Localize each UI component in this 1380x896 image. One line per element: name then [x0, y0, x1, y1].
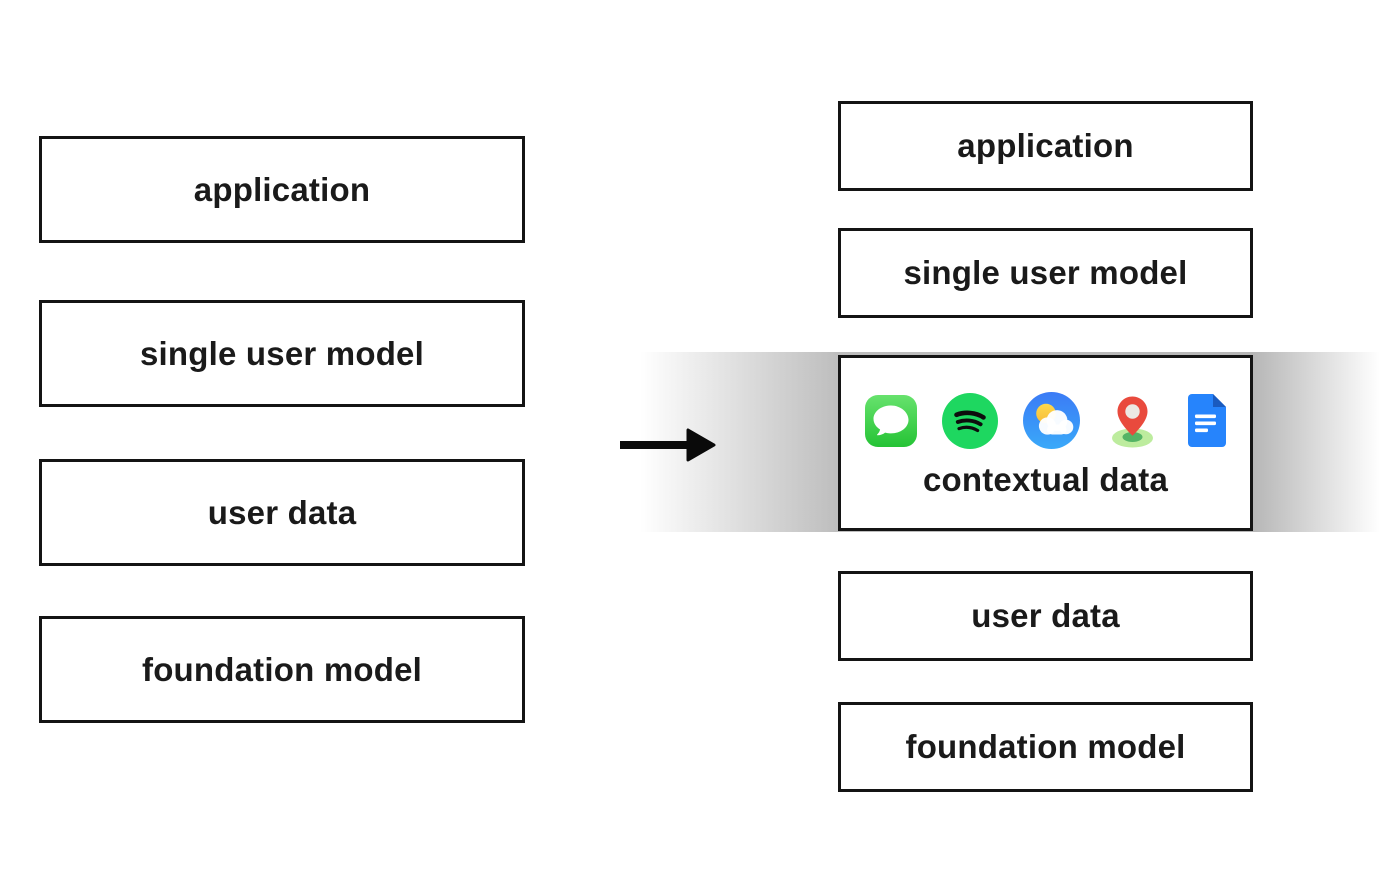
box-label: user data	[207, 493, 357, 531]
left-box-application: application	[39, 136, 525, 243]
docs-icon	[1188, 394, 1226, 447]
box-label: foundation model	[142, 650, 422, 688]
box-label: user data	[971, 597, 1120, 634]
box-label: single user model	[903, 254, 1188, 291]
box-label: application	[193, 170, 371, 208]
weather-icon	[1023, 392, 1080, 449]
left-box-single-user-model: single user model	[39, 300, 525, 407]
box-label: single user model	[140, 334, 424, 372]
box-label: foundation model	[905, 728, 1186, 765]
box-label: contextual data	[922, 460, 1169, 498]
maps-pin-icon	[1112, 396, 1153, 448]
arrow-right-icon	[615, 425, 720, 470]
right-box-foundation-model: foundation model	[838, 702, 1253, 792]
app-icon-row	[865, 392, 1226, 450]
spotify-icon	[942, 392, 998, 449]
box-label: application	[957, 127, 1134, 164]
right-box-application: application	[838, 101, 1253, 191]
left-box-user-data: user data	[39, 459, 525, 566]
right-box-single-user-model: single user model	[838, 228, 1253, 318]
right-box-user-data: user data	[838, 571, 1253, 661]
messages-icon	[865, 394, 917, 447]
left-box-foundation-model: foundation model	[39, 616, 525, 723]
right-box-contextual-data: contextual data	[838, 355, 1253, 531]
